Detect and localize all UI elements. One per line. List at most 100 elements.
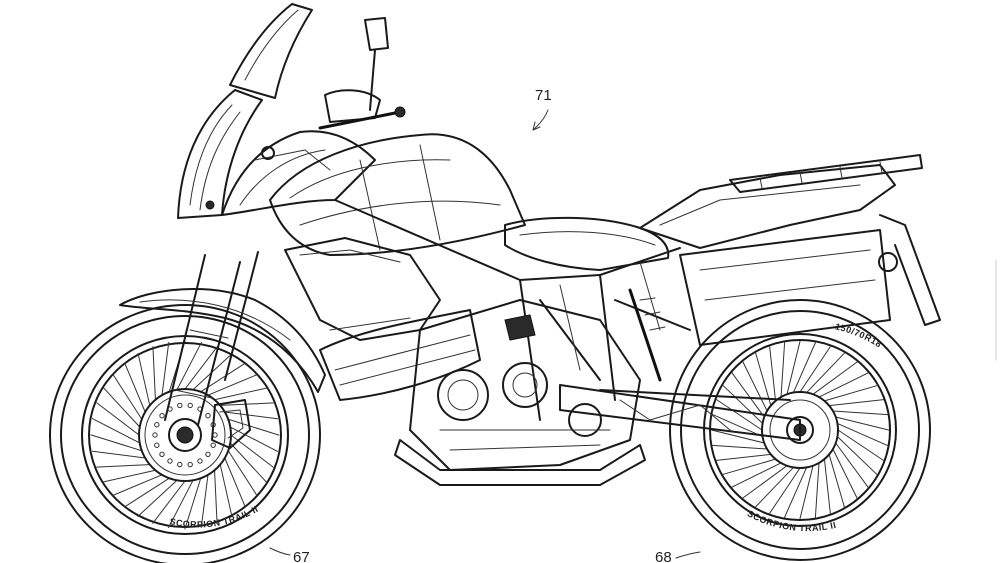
spoke xyxy=(161,341,170,396)
spoke xyxy=(137,479,178,517)
disc-hole xyxy=(205,413,211,419)
disc-hole xyxy=(154,422,160,428)
spoke xyxy=(152,346,156,401)
spoke xyxy=(812,361,858,395)
spoke xyxy=(176,341,202,391)
spoke xyxy=(91,450,146,459)
lower-shroud xyxy=(319,309,481,401)
spoke xyxy=(814,462,820,519)
reference-label-71: 71 xyxy=(532,87,552,131)
license-bracket xyxy=(879,214,941,326)
disc-hole xyxy=(177,402,183,409)
spoke xyxy=(229,426,279,452)
front-tire-sidewall-text: SCORPION TRAIL II xyxy=(169,504,260,530)
spoke xyxy=(835,416,890,431)
spoke xyxy=(832,410,889,416)
radiator-shroud xyxy=(284,237,441,341)
spoke xyxy=(792,341,817,394)
tail-section xyxy=(639,164,896,249)
spoke xyxy=(227,450,258,496)
spoke xyxy=(96,464,151,468)
spoke xyxy=(152,480,186,524)
spoke xyxy=(769,345,777,402)
label-71: 71 xyxy=(535,87,552,104)
spoke xyxy=(780,341,786,398)
spoke xyxy=(710,429,765,444)
spoke xyxy=(715,453,772,461)
spoke xyxy=(742,361,768,412)
disc-hole xyxy=(210,442,216,448)
spoke xyxy=(731,462,782,488)
front-wheel xyxy=(49,304,321,563)
rear-tire-sidewall-text: SCORPION TRAIL II xyxy=(746,508,838,533)
spoke xyxy=(224,411,279,420)
disc-hole xyxy=(197,458,203,464)
spoke xyxy=(90,434,143,452)
spoke xyxy=(715,398,763,431)
spoke xyxy=(722,458,777,475)
seat xyxy=(504,216,670,271)
spoke xyxy=(168,479,194,529)
spoke xyxy=(818,372,869,398)
engine xyxy=(409,299,641,471)
spoke xyxy=(207,374,258,396)
spoke xyxy=(832,448,858,499)
spoke xyxy=(755,352,772,407)
spoke xyxy=(722,384,764,424)
disc-hole xyxy=(159,413,165,419)
label-68: 68 xyxy=(655,549,672,563)
spoke xyxy=(112,374,143,420)
trellis-frame xyxy=(334,199,691,421)
spoke xyxy=(754,466,794,508)
spoke xyxy=(806,352,846,394)
spoke xyxy=(200,474,209,529)
front-fork xyxy=(164,251,259,426)
spoke xyxy=(224,457,246,508)
front-fender xyxy=(119,288,326,393)
rear-shock xyxy=(628,288,666,382)
spoke xyxy=(823,458,831,515)
disc-hole xyxy=(205,451,211,457)
spoke xyxy=(124,362,146,413)
spoke xyxy=(219,402,274,406)
front-brake-caliper xyxy=(211,399,251,449)
spoke xyxy=(786,340,801,395)
spoke xyxy=(96,402,140,436)
spoke xyxy=(229,442,267,483)
reference-label-67: 67 xyxy=(269,547,310,563)
leader-line-67 xyxy=(269,547,291,556)
front-fairing xyxy=(177,89,376,219)
spoke xyxy=(124,477,170,508)
spoke xyxy=(219,464,233,517)
spoke xyxy=(91,418,141,444)
spoke xyxy=(184,477,202,530)
handlebar-mirror xyxy=(318,17,406,130)
spoke xyxy=(768,467,801,515)
reference-label-68: 68 xyxy=(655,549,701,563)
skid-plate xyxy=(394,439,646,486)
spoke xyxy=(137,353,151,406)
label-67: 67 xyxy=(293,549,310,563)
disc-hole xyxy=(159,451,165,457)
spoke xyxy=(214,387,267,401)
disc-hole xyxy=(187,402,193,409)
swingarm xyxy=(559,384,801,441)
spoke xyxy=(799,345,832,393)
spoke xyxy=(103,469,156,483)
leader-arrow-71 xyxy=(532,121,541,131)
spoke xyxy=(828,453,845,508)
spoke xyxy=(828,399,885,407)
spoke xyxy=(184,346,218,390)
spoke xyxy=(836,422,889,447)
side-case-mount xyxy=(679,229,898,346)
spoke xyxy=(112,474,163,496)
windshield xyxy=(229,3,313,99)
spoke xyxy=(837,429,885,462)
disc-hole xyxy=(167,458,173,464)
spoke xyxy=(103,387,141,428)
spoke xyxy=(799,465,814,520)
rear-wheel-spokes xyxy=(710,340,890,520)
leader-line-71 xyxy=(532,109,549,131)
spoke xyxy=(731,372,765,418)
